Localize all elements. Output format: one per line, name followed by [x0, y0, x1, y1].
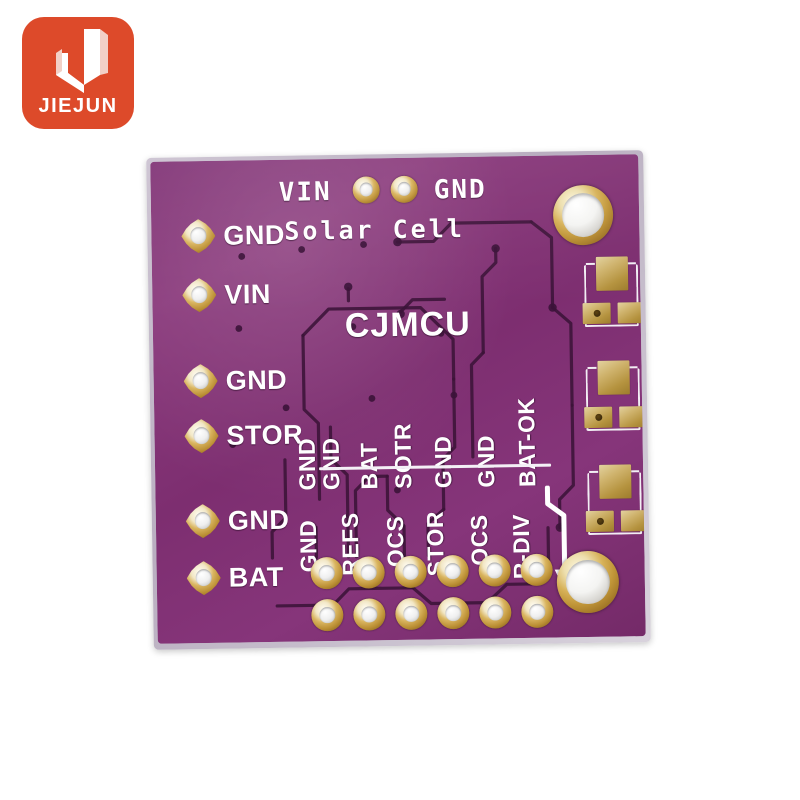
smd-footprint-1-pad-center — [595, 256, 629, 291]
header-pin-r1c5 — [478, 554, 511, 587]
header-pin-r1c1 — [310, 556, 343, 590]
header-pin-r2c4 — [437, 596, 470, 630]
top-header-gnd-label: GND — [433, 174, 487, 206]
left-pad-4-label: STOR — [226, 419, 304, 451]
brand-silkscreen: CJMCU — [344, 304, 472, 345]
pin-label-top-6: GND — [472, 434, 500, 488]
smd-footprint-3 — [585, 464, 646, 536]
left-pad-1 — [181, 219, 216, 254]
smd-footprint-3-pad-left — [585, 510, 615, 533]
top-header-hole-vin — [352, 176, 380, 204]
jiejun-j-mark-icon — [56, 29, 108, 93]
header-pin-r1c4 — [436, 554, 469, 588]
smd-footprint-2-pad-center — [597, 360, 630, 395]
left-pad-6-label: BAT — [228, 561, 284, 593]
header-pin-r2c5 — [479, 596, 512, 629]
left-pad-4 — [184, 419, 219, 454]
board-subtitle: Solar Cell — [284, 213, 466, 246]
mounting-hole-top-right — [552, 184, 614, 246]
jiejun-wordmark: JIEJUN — [38, 95, 118, 117]
mounting-hole-bottom-right — [556, 550, 620, 614]
smd-footprint-2-pad-left — [584, 406, 613, 429]
left-pad-5-label: GND — [227, 504, 290, 536]
top-header-vin-label: VIN — [278, 177, 332, 208]
header-pin-r1c3 — [394, 555, 427, 589]
smd-footprint-1 — [582, 256, 646, 328]
jiejun-logo: JIEJUN — [22, 17, 134, 129]
pin-label-top-2: GND — [317, 437, 345, 491]
header-pin-r1c2 — [352, 556, 385, 589]
left-pad-5 — [186, 504, 221, 539]
pcb-board: VIN GND Solar Cell CJMCU GND VIN GND STO… — [146, 150, 651, 650]
smd-footprint-1-pad-left — [582, 302, 611, 325]
left-pad-3-label: GND — [225, 364, 288, 396]
header-pin-r2c1 — [311, 598, 344, 632]
left-pad-3 — [183, 364, 218, 399]
left-pad-1-label: GND — [223, 219, 286, 251]
pcb-soldermask-surface: VIN GND Solar Cell CJMCU GND VIN GND STO… — [150, 154, 646, 644]
smd-footprint-2-pad-right — [619, 406, 646, 428]
left-pad-2-label: VIN — [224, 278, 272, 310]
pin-label-top-4: SOTR — [389, 422, 417, 490]
top-header-hole-gnd — [390, 175, 418, 204]
left-pad-2 — [182, 278, 217, 313]
smd-footprint-3-pad-right — [620, 510, 646, 532]
left-pad-6 — [187, 561, 222, 596]
pin-label-top-7: BAT-OK — [512, 397, 541, 488]
header-pin-r2c2 — [353, 598, 386, 631]
smd-footprint-2 — [584, 360, 646, 432]
smd-footprint-3-pad-center — [599, 464, 632, 499]
header-pin-r2c3 — [395, 597, 428, 631]
pin-label-top-5: GND — [429, 435, 457, 489]
